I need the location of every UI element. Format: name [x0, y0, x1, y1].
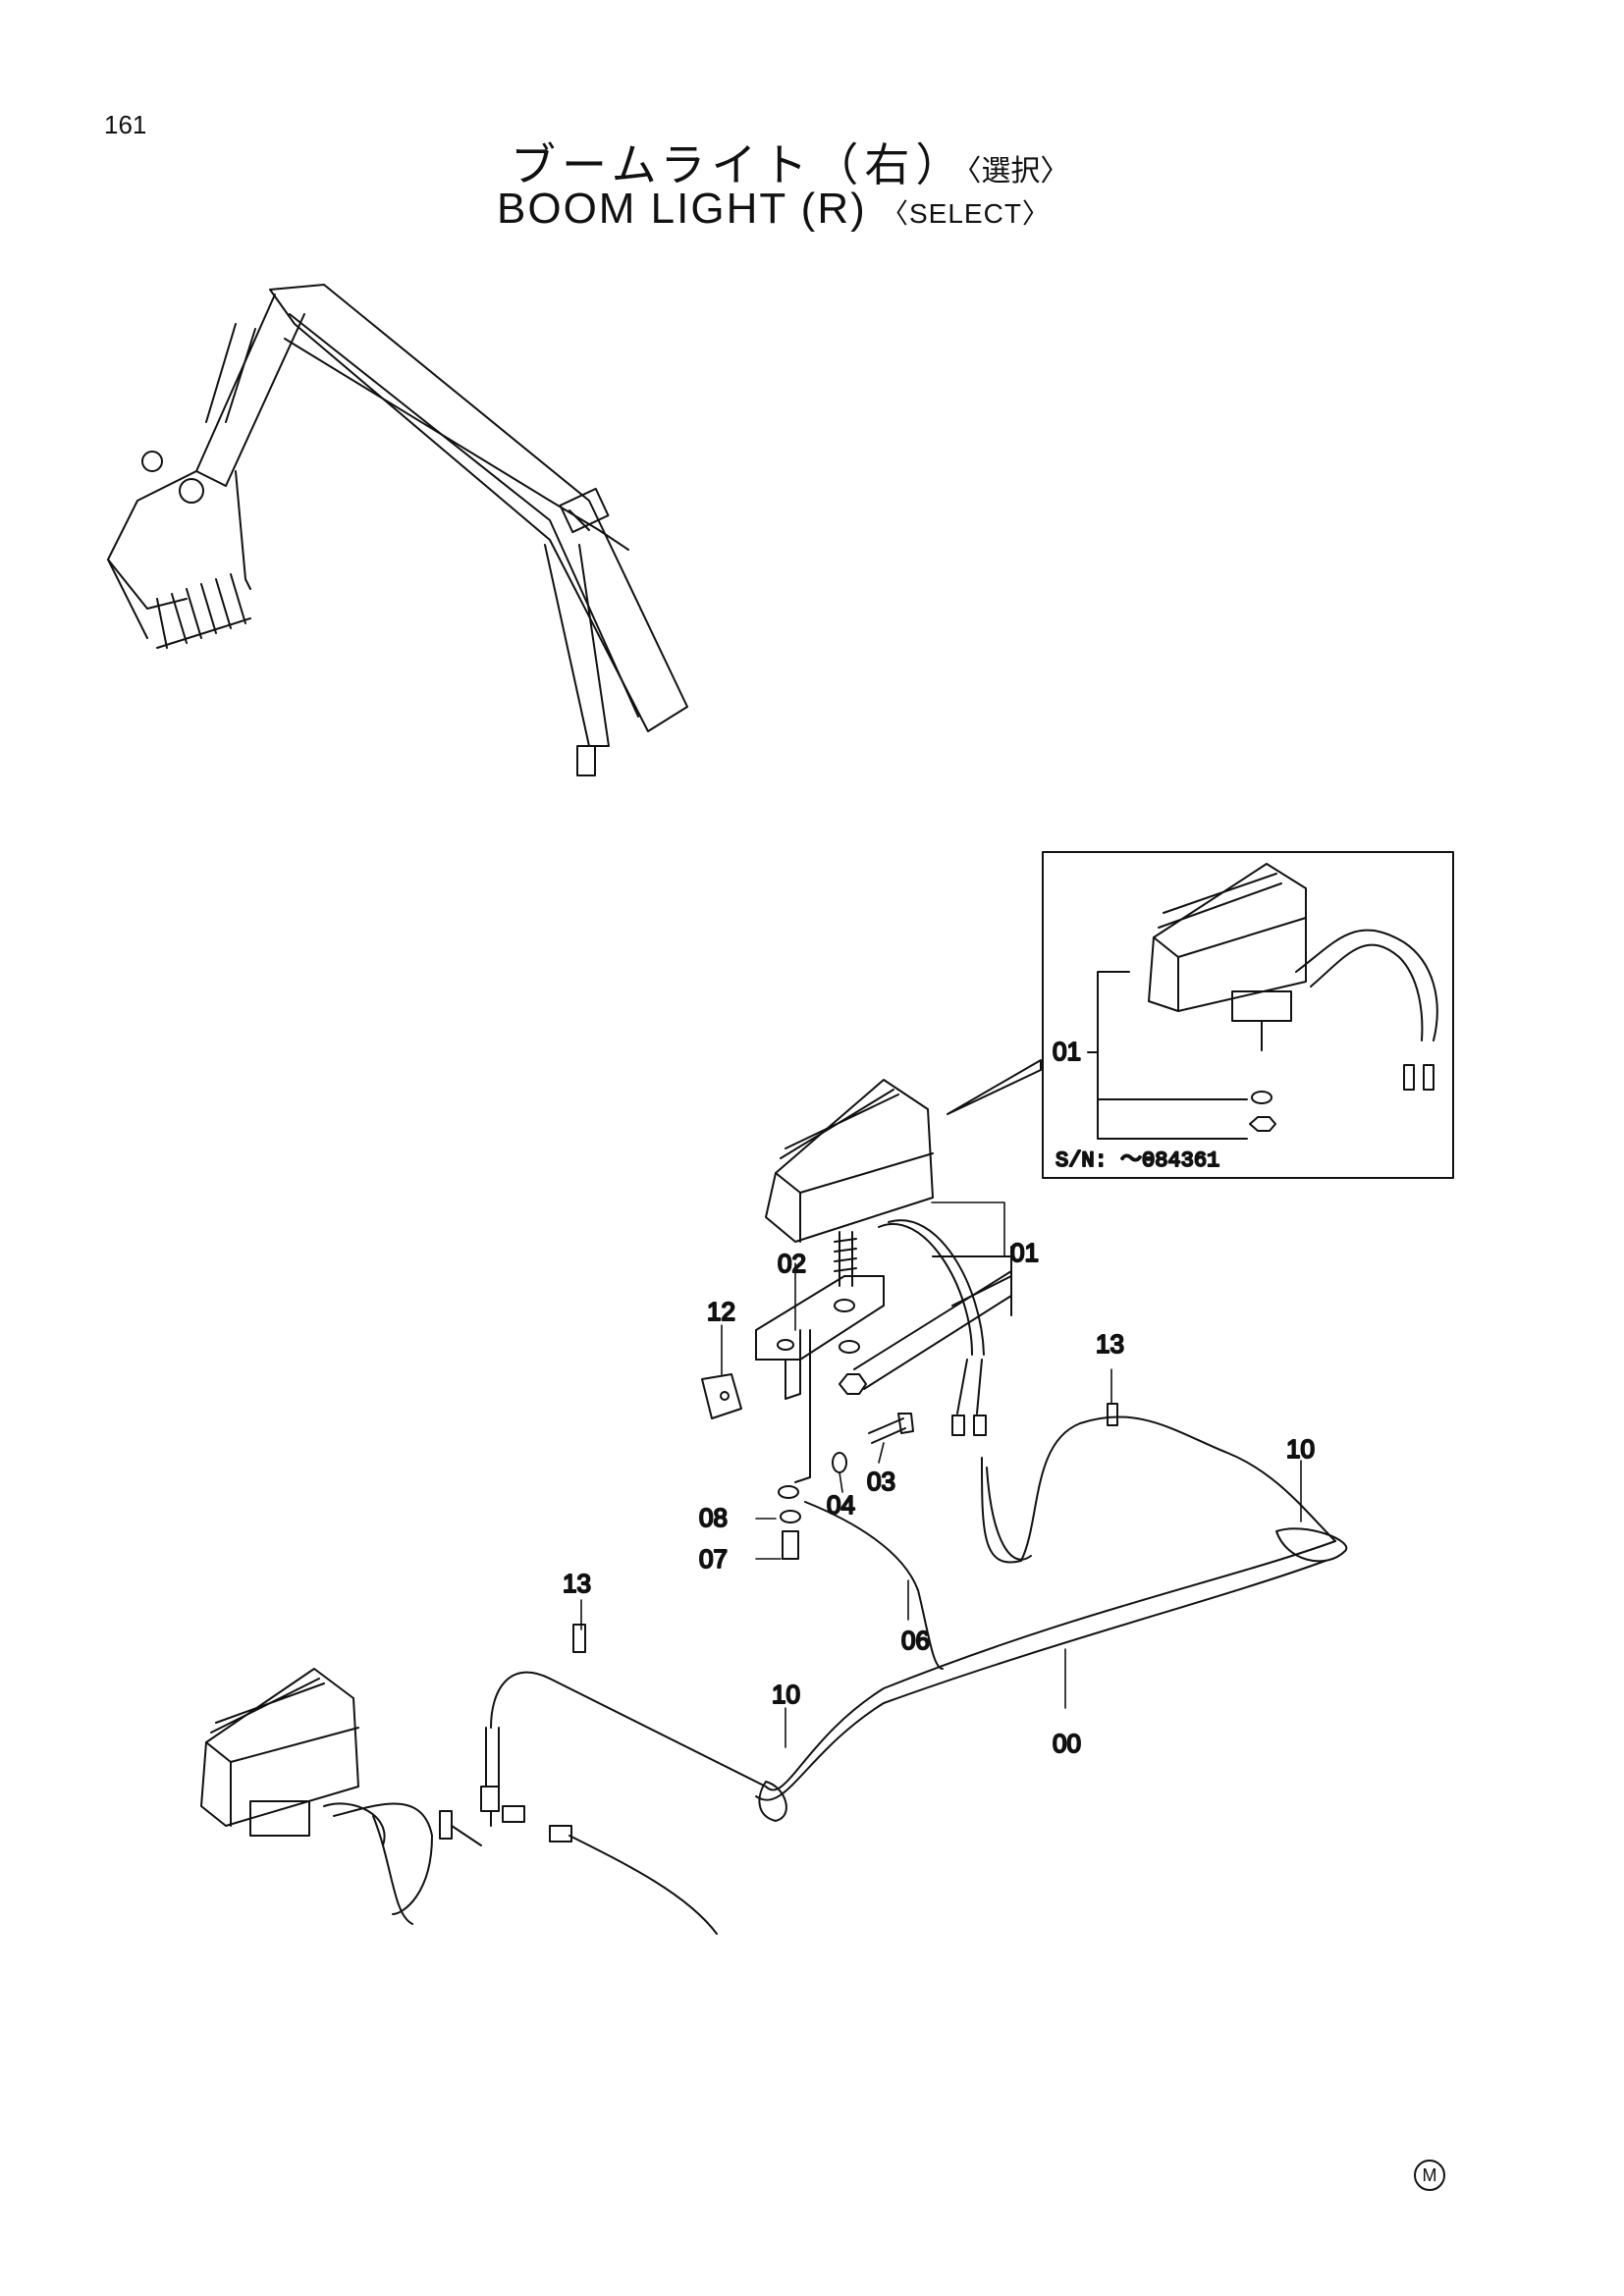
callout-00: 00	[1053, 1729, 1081, 1758]
callout-13-right: 13	[1096, 1329, 1124, 1359]
title-japanese: ブームライト（右）〈選択〉	[511, 130, 1069, 194]
title-english: BOOM LIGHT (R) 〈SELECT〉	[497, 185, 1051, 234]
page-number: 161	[104, 110, 147, 139]
callout-01: 01	[1010, 1238, 1039, 1267]
title-en-text: BOOM LIGHT (R)	[497, 185, 867, 233]
title-jp-note: 〈選択〉	[966, 154, 1070, 188]
second-light-assembly	[200, 1668, 482, 1925]
callout-03: 03	[867, 1467, 895, 1496]
callout-13-left: 13	[563, 1569, 591, 1598]
callout-06: 06	[901, 1626, 930, 1655]
inset-detail	[947, 851, 1454, 1179]
title-jp-text: ブームライト（右）	[511, 138, 967, 191]
inset-callout-01: 01	[1053, 1037, 1081, 1066]
bracket-hardware	[701, 1275, 914, 1560]
excavator-arm-illustration	[107, 284, 688, 776]
title-en-note: 〈SELECT〉	[881, 198, 1051, 229]
leader-lines	[580, 1201, 1302, 1748]
callout-02: 02	[778, 1249, 806, 1278]
callout-04: 04	[827, 1490, 855, 1520]
callout-12: 12	[707, 1297, 735, 1326]
serial-number-note: S/N: ～084361	[1056, 1148, 1219, 1173]
callout-10-left: 10	[772, 1680, 800, 1709]
wiring-harness	[480, 1403, 1348, 1935]
callout-07: 07	[699, 1544, 728, 1574]
manufacturer-mark: M	[1414, 2160, 1445, 2191]
callout-10-right: 10	[1286, 1434, 1315, 1464]
callout-08: 08	[699, 1503, 728, 1532]
